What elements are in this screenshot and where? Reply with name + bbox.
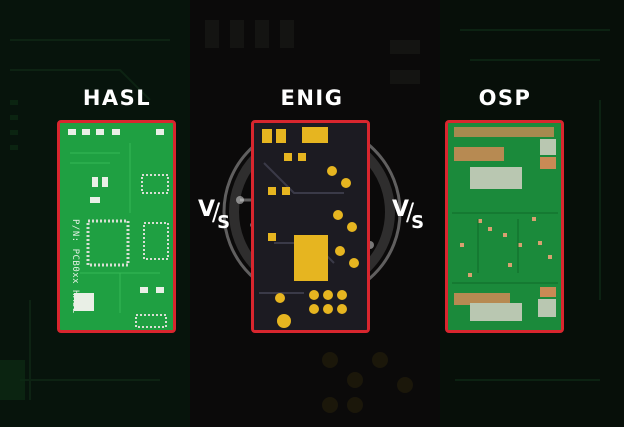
osp-board-artwork xyxy=(448,123,561,330)
versus-right: V/S xyxy=(392,197,425,233)
hasl-board-image: P/N: PCB0xx HASL xyxy=(57,120,176,333)
osp-board-image xyxy=(445,120,564,333)
hasl-board-artwork xyxy=(60,123,173,330)
hasl-part-number-text: P/N: PCB0xx HASL xyxy=(70,219,80,314)
osp-label: OSP xyxy=(478,86,532,110)
versus-left: V/S xyxy=(198,197,231,233)
enig-board-image xyxy=(251,120,370,333)
enig-board-artwork xyxy=(254,123,367,330)
hasl-label: HASL xyxy=(82,86,152,110)
enig-label: ENIG xyxy=(280,86,344,110)
